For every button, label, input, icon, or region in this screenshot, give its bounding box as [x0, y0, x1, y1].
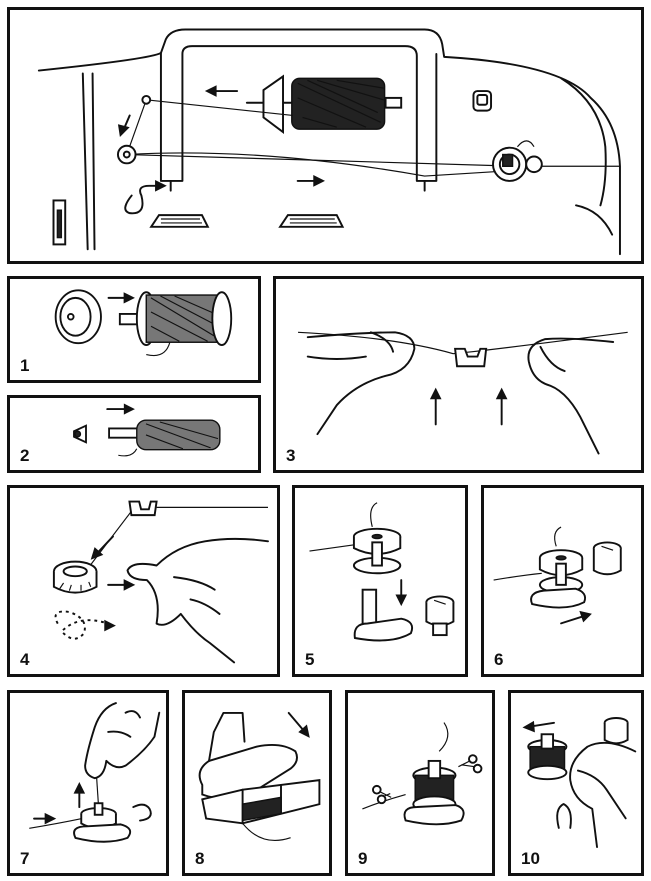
thread-guide [141, 94, 152, 105]
step-9-panel: 9 [345, 690, 495, 876]
step-8-illustration [198, 711, 321, 841]
step-number: 10 [521, 849, 540, 868]
step-1-illustration [54, 289, 233, 357]
overview-panel [7, 7, 644, 264]
thread-guide [454, 347, 488, 368]
step-6-illustration [493, 526, 622, 625]
hand [569, 741, 637, 848]
stopper-left [149, 214, 210, 228]
step-number: 3 [286, 446, 296, 465]
step-number: 4 [20, 650, 30, 669]
scissors-icon [468, 754, 478, 764]
step-1-panel: 1 [7, 276, 261, 383]
step-7-illustration [29, 702, 161, 843]
step-8-panel: 8 [182, 690, 332, 876]
carry-handle [159, 45, 438, 182]
hand [126, 537, 269, 664]
step-2-illustration [73, 403, 221, 457]
loop-path [54, 610, 109, 640]
scissors-icon [372, 784, 382, 795]
step-4-illustration [52, 500, 269, 664]
step-3-panel: 3 [273, 276, 644, 473]
step-5-illustration [309, 502, 455, 642]
step-number: 8 [195, 849, 205, 868]
thread-line [146, 99, 293, 117]
right-hand [527, 337, 615, 455]
step-10-panel: 10 [508, 690, 644, 876]
spool-cap [262, 74, 284, 135]
step-2-panel: 2 [7, 395, 261, 473]
step-5-panel: 5 [292, 485, 468, 677]
thread-guide [128, 500, 158, 517]
step-4-panel: 4 [7, 485, 280, 677]
step-6-panel: 6 [481, 485, 644, 677]
step-9-illustration [362, 722, 483, 826]
machine-top-illustration [37, 28, 621, 256]
step-number: 6 [494, 650, 504, 669]
step-3-illustration [298, 331, 628, 455]
machine-outline [37, 28, 621, 256]
step-number: 7 [20, 849, 30, 868]
step-number: 1 [20, 356, 30, 375]
step-number: 9 [358, 849, 368, 868]
step-number: 5 [305, 650, 315, 669]
step-10-illustration [522, 717, 637, 848]
hand [84, 702, 161, 780]
step-number: 2 [20, 446, 30, 465]
left-hand [306, 331, 416, 436]
stopper-right [278, 214, 345, 228]
step-7-panel: 7 [7, 690, 169, 876]
